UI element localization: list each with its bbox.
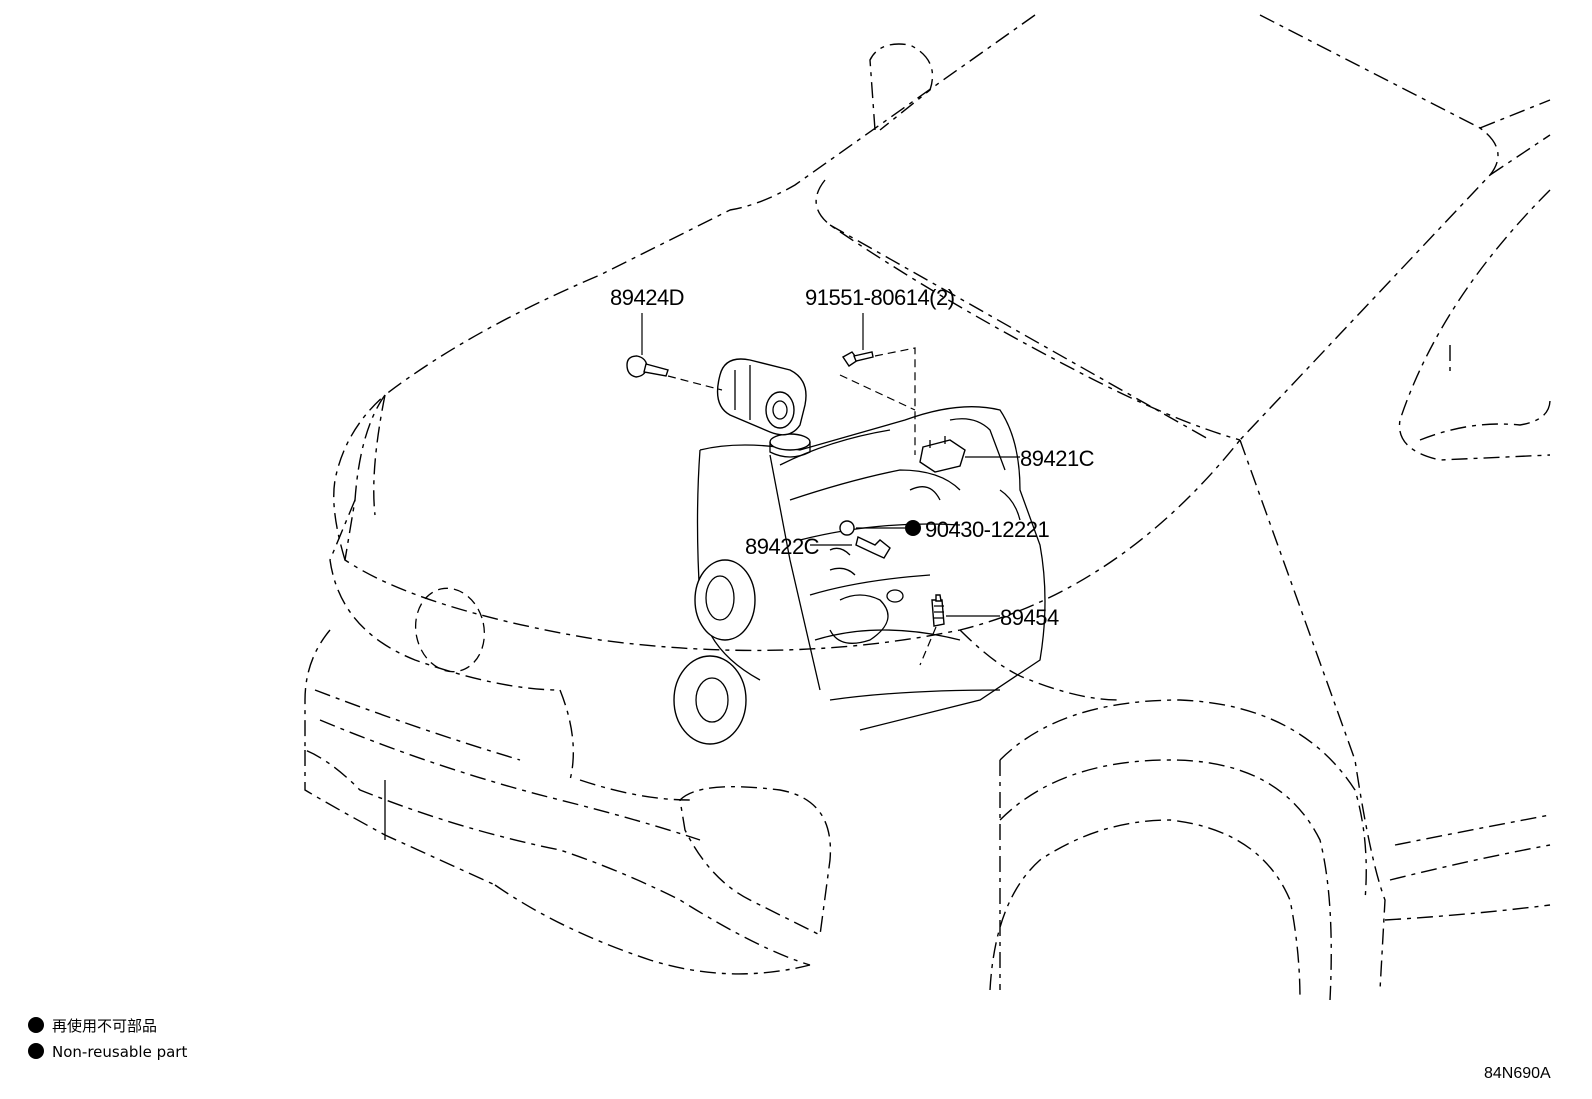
vehicle-outline <box>304 14 1551 1001</box>
legend-text-english: Non-reusable part <box>52 1043 187 1061</box>
gasket-part <box>839 520 855 536</box>
legend-bullet-icon <box>28 1017 44 1033</box>
part-label-91551-80614: 91551-80614(2) <box>805 285 955 310</box>
part-label-89454: 89454 <box>1000 605 1059 630</box>
part-label-89422C: 89422C <box>745 534 820 559</box>
part-labels: 89424D 91551-80614(2) 89421C 90430-12221… <box>610 285 1095 630</box>
map-sensor <box>919 436 966 473</box>
coolant-temp-sensor <box>855 536 891 559</box>
air-flow-meter <box>716 358 807 436</box>
bolt-part <box>841 351 874 367</box>
part-label-90430-12221: 90430-12221 <box>925 517 1049 542</box>
intake-air-temp-sensor <box>626 355 669 378</box>
part-label-89424D: 89424D <box>610 285 684 310</box>
catalog-code: 84N690A <box>1484 1065 1551 1082</box>
knock-sensor <box>931 594 945 627</box>
part-label-89421C: 89421C <box>1020 446 1095 471</box>
legend: 再使用不可部品 Non-reusable part <box>28 1017 187 1061</box>
leader-lines <box>641 313 1020 666</box>
legend-bullet-icon <box>28 1043 44 1059</box>
non-reusable-marker <box>905 520 921 536</box>
engine-assembly <box>673 406 1046 745</box>
legend-text-japanese: 再使用不可部品 <box>52 1017 157 1035</box>
